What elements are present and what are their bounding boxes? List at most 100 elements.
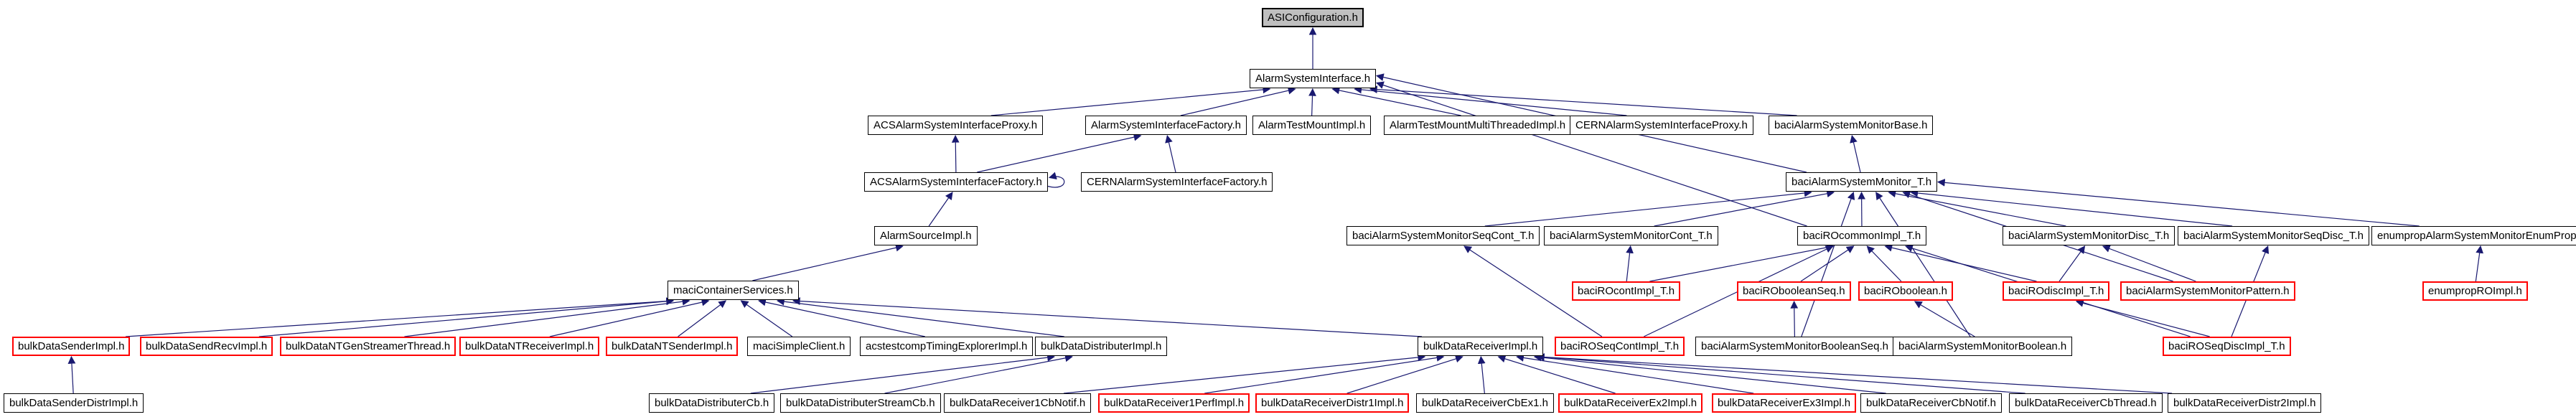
graph-edge-recvex3-to-receiverimpl	[1516, 354, 1754, 394]
graph-node-enumproroimpl[interactable]: enumpropROImpl.h	[2422, 281, 2528, 301]
graph-node-monbool[interactable]: baciAlarmSystemMonitorBoolean.h	[1893, 337, 2073, 356]
graph-node-monboolseq[interactable]: baciAlarmSystemMonitorBooleanSeq.h	[1695, 337, 1894, 356]
graph-edge-acsfactory-to-asiffactory	[977, 133, 1142, 173]
graph-node-distrcb[interactable]: bulkDataDistributerCb.h	[649, 393, 775, 413]
graph-edge-recv1cbnotif-to-receiverimpl	[1063, 353, 1426, 394]
graph-edge-roseqcont-to-monseqcont	[1463, 245, 1603, 337]
graph-node-rocommon[interactable]: baciROcommonImpl_T.h	[1797, 226, 1927, 245]
graph-edge-rocont-to-rocommon	[1649, 243, 1835, 282]
graph-edge-robooleanseq-to-rocommon	[1800, 245, 1855, 282]
graph-node-cernproxy[interactable]: CERNAlarmSystemInterfaceProxy.h	[1570, 116, 1753, 135]
graph-node-simpleclient[interactable]: maciSimpleClient.h	[747, 337, 851, 356]
graph-edge-monseqdisc-to-monitor_t	[1910, 189, 2233, 227]
graph-node-recvdistr1[interactable]: bulkDataReceiverDistr1Impl.h	[1255, 393, 1410, 413]
graph-node-recv1perf[interactable]: bulkDataReceiver1PerfImpl.h	[1098, 393, 1250, 413]
graph-edge-moncont-to-monitor_t	[1654, 189, 1835, 227]
graph-node-monitorbase[interactable]: baciAlarmSystemMonitorBase.h	[1769, 116, 1934, 135]
graph-edge-monbool-to-roboolean	[1914, 301, 1975, 337]
graph-node-recvex2[interactable]: bulkDataReceiverEx2Impl.h	[1558, 393, 1703, 413]
graph-node-rocont[interactable]: baciROcontImpl_T.h	[1572, 281, 1681, 301]
graph-node-ntgenstreamer[interactable]: bulkDataNTGenStreamerThread.h	[280, 337, 456, 356]
graph-edge-monpattern-to-mondisc	[2102, 245, 2196, 282]
graph-node-recvcbnotif[interactable]: bulkDataReceiverCbNotif.h	[1860, 393, 2002, 413]
graph-node-distrstreamcb[interactable]: bulkDataDistributerStreamCb.h	[780, 393, 941, 413]
graph-edge-testmount-to-alarmsysif	[1308, 88, 1316, 116]
graph-node-ntreceiver[interactable]: bulkDataNTReceiverImpl.h	[459, 337, 600, 356]
graph-node-alarmsysif[interactable]: AlarmSystemInterface.h	[1250, 69, 1377, 88]
graph-node-recvex3[interactable]: bulkDataReceiverEx3Impl.h	[1712, 393, 1857, 413]
graph-node-monpattern[interactable]: baciAlarmSystemMonitorPattern.h	[2120, 281, 2295, 301]
graph-edge-ntsender-to-macics	[678, 300, 727, 337]
graph-edge-senderimpl-to-macics	[125, 297, 675, 337]
graph-node-monseqcont[interactable]: baciAlarmSystemMonitorSeqCont_T.h	[1346, 226, 1540, 245]
graph-node-monitor_t[interactable]: baciAlarmSystemMonitor_T.h	[1786, 172, 1938, 192]
graph-edge-acstest-to-macics	[758, 298, 925, 337]
graph-node-senderdistr[interactable]: bulkDataSenderDistrImpl.h	[4, 393, 144, 413]
graph-edge-recvcbthread-to-receiverimpl	[1536, 353, 2025, 394]
graph-node-roboolean[interactable]: baciROboolean.h	[1858, 281, 1953, 301]
graph-edge-asiffactory-to-alarmsysif	[1180, 86, 1296, 116]
graph-node-macics[interactable]: maciContainerServices.h	[668, 281, 799, 300]
graph-node-mondisc[interactable]: baciAlarmSystemMonitorDisc_T.h	[2003, 226, 2175, 245]
graph-node-recvdistr2[interactable]: bulkDataReceiverDistr2Impl.h	[2168, 393, 2322, 413]
graph-node-robooleanseq[interactable]: baciRObooleanSeq.h	[1737, 281, 1851, 301]
graph-edge-cernproxy-to-alarmsysif	[1354, 85, 1627, 116]
graph-edge-ntreceiver-to-macics	[549, 298, 710, 337]
graph-node-acsproxy[interactable]: ACSAlarmSystemInterfaceProxy.h	[868, 116, 1044, 135]
graph-edge-acsfactory-to-acsfactory	[1047, 172, 1065, 188]
graph-edge-recvdistr1-to-receiverimpl	[1346, 355, 1463, 394]
graph-node-acsfactory[interactable]: ACSAlarmSystemInterfaceFactory.h	[864, 172, 1048, 192]
graph-edge-monboolseq-to-robooleanseq	[1790, 300, 1799, 337]
graph-edge-sendrecv-to-macics	[258, 297, 675, 337]
graph-node-senderimpl[interactable]: bulkDataSenderImpl.h	[12, 337, 131, 356]
graph-node-testmountmt[interactable]: AlarmTestMountMultiThreadedImpl.h	[1384, 116, 1572, 135]
graph-node-cernfactory[interactable]: CERNAlarmSystemInterfaceFactory.h	[1081, 172, 1273, 192]
graph-edge-receiverimpl-to-macics	[792, 297, 1423, 337]
graph-edge-recvcbex1-to-receiverimpl	[1477, 355, 1486, 394]
graph-edge-alarmsource-to-acsfactory	[928, 192, 953, 227]
graph-node-acstest[interactable]: acstestcompTimingExplorerImpl.h	[860, 337, 1034, 356]
graph-node-moncont[interactable]: baciAlarmSystemMonitorCont_T.h	[1544, 226, 1718, 245]
graph-edge-rocont-to-moncont	[1626, 245, 1634, 282]
graph-edge-distrstreamcb-to-distributer	[884, 354, 1073, 394]
graph-edge-cernfactory-to-asiffactory	[1165, 134, 1176, 173]
graph-node-roseqdisc[interactable]: baciROSeqDiscImpl_T.h	[2163, 337, 2291, 356]
graph-node-recvcbex1[interactable]: bulkDataReceiverCbEx1.h	[1416, 393, 1554, 413]
graph-node-recv1cbnotif[interactable]: bulkDataReceiver1CbNotif.h	[944, 393, 1092, 413]
graph-node-roseqcont[interactable]: baciROSeqContImpl_T.h	[1555, 337, 1685, 356]
graph-edge-distrcb-to-distributer	[750, 353, 1055, 394]
graph-node-ntsender[interactable]: bulkDataNTSenderImpl.h	[606, 337, 739, 356]
graph-edge-recvdistr2-to-receiverimpl	[1536, 353, 2173, 394]
graph-edge-monbool-to-monitor_t	[1875, 192, 1971, 337]
graph-node-testmount[interactable]: AlarmTestMountImpl.h	[1252, 116, 1372, 135]
graph-edge-monitor_t-to-monitorbase	[1850, 134, 1861, 173]
graph-edge-mondisc-to-monitor_t	[1888, 189, 2066, 227]
graph-edge-rocommon-to-alarmsysif	[1375, 81, 1807, 227]
graph-node-sendrecv[interactable]: bulkDataSendRecvImpl.h	[140, 337, 273, 356]
graph-edge-distributer-to-macics	[776, 297, 1064, 337]
graph-edge-recvex2-to-receiverimpl	[1497, 355, 1616, 394]
graph-node-recvcbthread[interactable]: bulkDataReceiverCbThread.h	[2009, 393, 2163, 413]
graph-edge-macics-to-alarmsource	[752, 243, 904, 281]
graph-edge-roseqdisc-to-rodisc	[2076, 299, 2210, 337]
graph-edge-enumproroimpl-to-enumpropmon	[2475, 245, 2484, 282]
graph-node-receiverimpl[interactable]: bulkDataReceiverImpl.h	[1418, 337, 1544, 356]
graph-node-asiffactory[interactable]: AlarmSystemInterfaceFactory.h	[1085, 116, 1247, 135]
graph-edge-monboolseq-to-monitor_t	[1801, 191, 1855, 337]
graph-node-monseqdisc[interactable]: baciAlarmSystemMonitorSeqDisc_T.h	[2178, 226, 2369, 245]
graph-edge-roboolean-to-rocommon	[1866, 245, 1902, 282]
graph-node-enumpropmon[interactable]: enumpropAlarmSystemMonitorEnumProp.h	[2371, 226, 2576, 245]
graph-edge-enumpropmon-to-monitor_t	[1936, 179, 2420, 227]
graph-edge-senderdistr-to-senderimpl	[67, 355, 76, 394]
graph-node-distributer[interactable]: bulkDataDistributerImpl.h	[1035, 337, 1168, 356]
graph-edge-recvcbnotif-to-receiverimpl	[1533, 353, 1886, 394]
graph-edge-acsfactory-to-acsproxy	[951, 134, 960, 173]
graph-edge-ntgenstreamer-to-macics	[404, 297, 690, 337]
graph-node-rodisc[interactable]: baciROdiscImpl_T.h	[2003, 281, 2110, 301]
graph-edge-recv1perf-to-receiverimpl	[1204, 354, 1445, 394]
graph-edge-acsproxy-to-alarmsysif	[990, 85, 1271, 116]
graph-node-asi: ASIConfiguration.h	[1262, 8, 1364, 27]
graph-node-alarmsource[interactable]: AlarmSourceImpl.h	[874, 226, 978, 245]
